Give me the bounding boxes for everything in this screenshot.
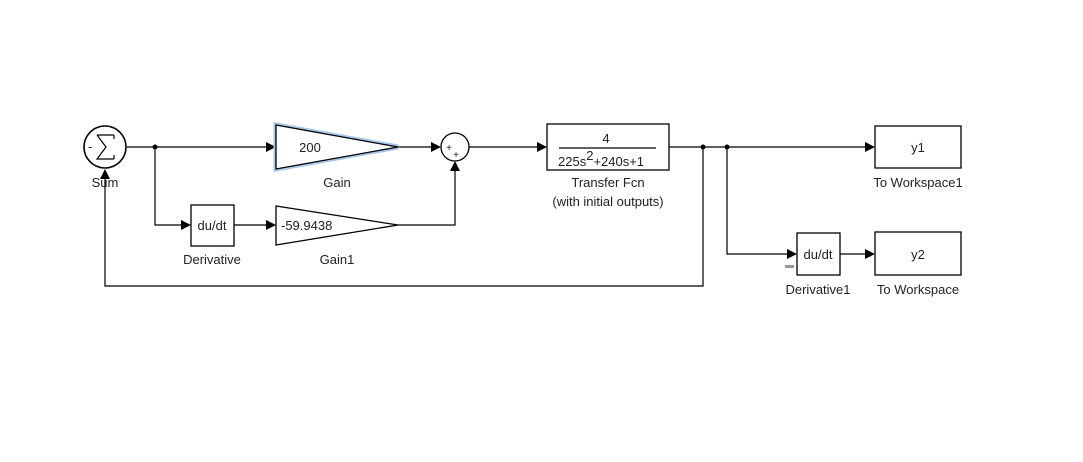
arrow-workspace1-in	[865, 142, 875, 152]
arrow-derivative-in	[181, 220, 191, 230]
sum-block[interactable]: - Sum	[83, 125, 127, 190]
signal-lines	[100, 142, 875, 287]
sum2-sign-1: +	[446, 143, 452, 154]
gain1-value: -59.9438	[281, 218, 332, 233]
line-gain1-to-sum2[interactable]	[398, 170, 456, 226]
derivative1-text: du/dt	[804, 247, 833, 262]
sum-label: Sum	[92, 175, 119, 190]
tf-label-line2: (with initial outputs)	[552, 194, 663, 209]
tf-label-line1: Transfer Fcn	[571, 175, 644, 190]
derivative1-block[interactable]: du/dt Derivative1	[785, 232, 851, 297]
sum2-sign-2: +	[453, 150, 459, 161]
sigma-icon	[95, 134, 115, 160]
arrow-tf-in	[537, 142, 547, 152]
arrow-workspace-in	[865, 249, 875, 259]
arrow-sum2-in	[431, 142, 441, 152]
arrow-gain-in	[266, 142, 276, 152]
arrow-gain1-in	[266, 220, 276, 230]
to-workspace1-block[interactable]: y1 To Workspace1	[873, 125, 963, 190]
derivative-block[interactable]: du/dt Derivative	[183, 204, 241, 267]
workspace1-label: To Workspace1	[873, 175, 962, 190]
workspace1-var: y1	[911, 140, 925, 155]
line-to-derivative[interactable]	[154, 147, 182, 226]
derivative1-label: Derivative1	[785, 282, 850, 297]
workspace-var: y2	[911, 247, 925, 262]
tf-denominator: 225s2+240s+1	[558, 148, 644, 169]
line-to-derivative1[interactable]	[726, 147, 788, 255]
port-indicator-icon	[785, 265, 794, 268]
gain-label: Gain	[323, 175, 350, 190]
arrow-derivative1-in	[787, 249, 797, 259]
sum2-block[interactable]: + +	[440, 132, 470, 162]
to-workspace-block[interactable]: y2 To Workspace	[874, 231, 962, 297]
arrow-sum2-in2	[450, 161, 460, 171]
gain-value: 200	[299, 140, 321, 155]
gain1-block[interactable]: -59.9438 Gain1	[275, 205, 399, 267]
derivative-label: Derivative	[183, 252, 241, 267]
gain1-label: Gain1	[320, 252, 355, 267]
derivative-text: du/dt	[198, 218, 227, 233]
gain-block[interactable]: 200 Gain	[273, 122, 399, 190]
transfer-fcn-block[interactable]: 4 225s2+240s+1 Transfer Fcn (with initia…	[546, 123, 670, 209]
tf-numerator: 4	[602, 131, 609, 146]
line-feedback[interactable]	[104, 147, 704, 287]
arrow-sum-in	[100, 169, 110, 179]
workspace-label: To Workspace	[877, 282, 959, 297]
sum-sign: -	[88, 139, 92, 154]
